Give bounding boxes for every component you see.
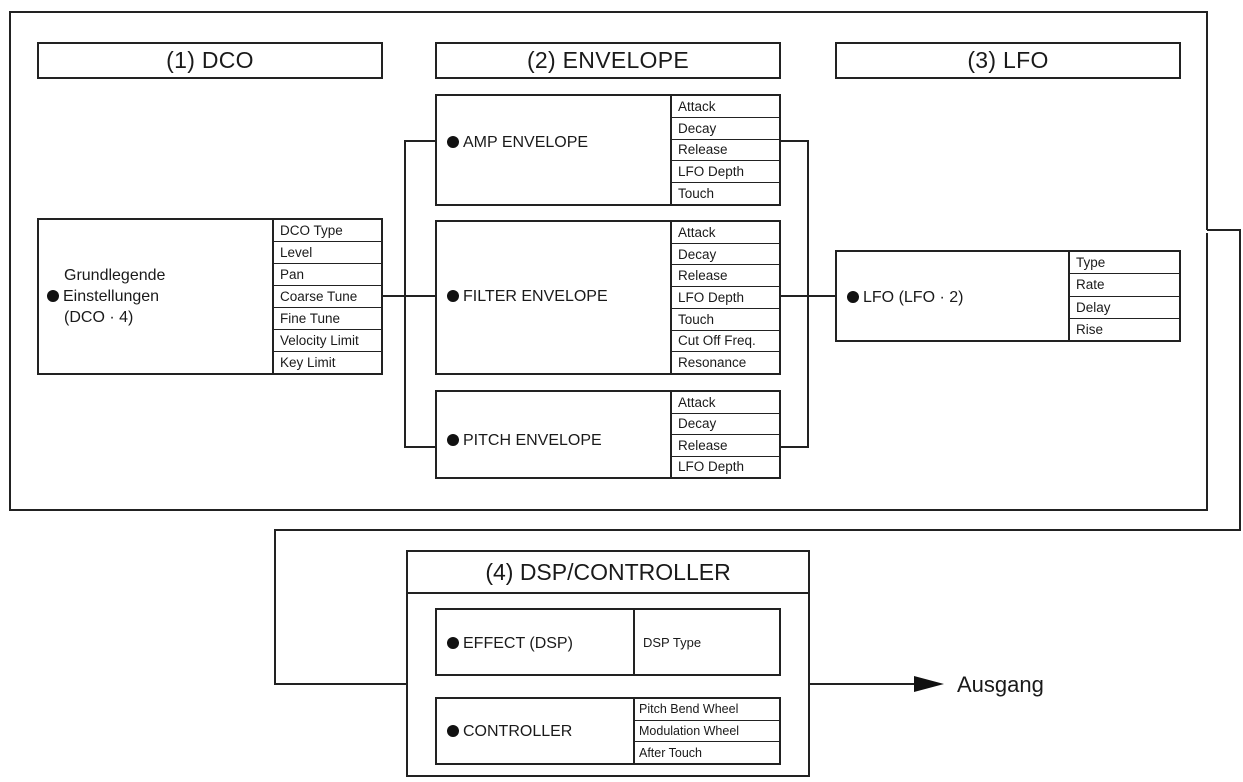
amp-envelope-title: AMP ENVELOPE xyxy=(447,132,588,153)
bullet-icon xyxy=(447,637,459,649)
param-lfo-depth: LFO Depth xyxy=(672,286,779,308)
pitch-envelope-title: PITCH ENVELOPE xyxy=(447,430,602,451)
lfo-block: LFO (LFO · 2) Type Rate Delay Rise xyxy=(835,250,1181,342)
controller-title: CONTROLLER xyxy=(447,721,572,742)
param-lfo-depth: LFO Depth xyxy=(672,455,779,478)
controller-block: CONTROLLER Pitch Bend Wheel Modulation W… xyxy=(435,697,781,765)
pitch-envelope-block: PITCH ENVELOPE Attack Decay Release LFO … xyxy=(435,390,781,479)
param-after-touch: After Touch xyxy=(635,741,779,763)
param-attack: Attack xyxy=(678,224,716,240)
controller-param-list: Pitch Bend Wheel Modulation Wheel After … xyxy=(633,699,779,763)
param-release: Release xyxy=(672,264,779,286)
param-cut-off-freq: Cut Off Freq. xyxy=(672,329,779,352)
dco-block: Grundlegende Einstellungen (DCO · 4) DCO… xyxy=(37,218,383,375)
param-touch: Touch xyxy=(672,182,779,204)
output-arrow-icon xyxy=(914,676,944,692)
amp-envelope-param-list: Attack Decay Release LFO Depth Touch xyxy=(670,96,779,204)
param-release: Release xyxy=(672,434,779,456)
lfo-param-list: Type Rate Delay Rise xyxy=(1068,252,1179,340)
param-pan: Pan xyxy=(274,263,381,285)
param-level: Level xyxy=(274,241,381,263)
param-rise: Rise xyxy=(1070,317,1179,340)
effect-param-list: DSP Type xyxy=(633,610,779,674)
param-modulation-wheel: Modulation Wheel xyxy=(635,719,779,742)
filter-envelope-block: FILTER ENVELOPE Attack Decay Release LFO… xyxy=(435,220,781,375)
param-decay: Decay xyxy=(672,116,779,139)
envelope-right-bracket xyxy=(780,140,809,448)
param-resonance: Resonance xyxy=(672,351,779,373)
param-touch: Touch xyxy=(672,307,779,330)
param-key-limit: Key Limit xyxy=(274,351,381,373)
param-pitch-bend-wheel: Pitch Bend Wheel xyxy=(639,702,739,717)
param-fine-tune: Fine Tune xyxy=(274,307,381,329)
section-header-dco: (1) DCO xyxy=(37,42,383,79)
bullet-icon xyxy=(447,290,459,302)
lfo-to-dsp-wire xyxy=(274,229,1241,685)
section-header-envelope: (2) ENVELOPE xyxy=(435,42,781,79)
lfo-block-title: LFO (LFO · 2) xyxy=(847,287,963,308)
bullet-icon xyxy=(447,725,459,737)
param-decay: Decay xyxy=(672,242,779,265)
effect-dsp-title: EFFECT (DSP) xyxy=(447,633,573,654)
amp-envelope-block: AMP ENVELOPE Attack Decay Release LFO De… xyxy=(435,94,781,206)
section-header-lfo: (3) LFO xyxy=(835,42,1181,79)
dco-param-list: DCO Type Level Pan Coarse Tune Fine Tune… xyxy=(272,220,381,373)
param-type: Type xyxy=(1076,255,1106,271)
filter-envelope-param-list: Attack Decay Release LFO Depth Touch Cut… xyxy=(670,222,779,373)
envelope-left-bracket xyxy=(404,140,435,448)
bullet-icon xyxy=(447,434,459,446)
param-dco-type: DCO Type xyxy=(280,223,343,238)
param-delay: Delay xyxy=(1070,295,1179,318)
bullet-icon xyxy=(47,290,59,302)
param-velocity-limit: Velocity Limit xyxy=(274,329,381,351)
param-attack: Attack xyxy=(678,98,716,114)
param-dsp-type: DSP Type xyxy=(643,634,702,650)
dsp-controller-header: (4) DSP/CONTROLLER xyxy=(406,550,810,594)
bullet-icon xyxy=(847,291,859,303)
param-coarse-tune: Coarse Tune xyxy=(274,285,381,307)
output-label: Ausgang xyxy=(957,672,1044,697)
param-attack: Attack xyxy=(678,394,716,410)
effect-dsp-block: EFFECT (DSP) DSP Type xyxy=(435,608,781,676)
param-lfo-depth: LFO Depth xyxy=(672,160,779,182)
param-decay: Decay xyxy=(672,412,779,435)
pitch-envelope-param-list: Attack Decay Release LFO Depth xyxy=(670,392,779,477)
dco-block-title: Grundlegende Einstellungen (DCO · 4) xyxy=(47,265,165,328)
filter-envelope-title: FILTER ENVELOPE xyxy=(447,286,608,307)
param-release: Release xyxy=(672,138,779,161)
param-rate: Rate xyxy=(1070,273,1179,295)
upper-frame xyxy=(9,11,1208,511)
bullet-icon xyxy=(447,136,459,148)
